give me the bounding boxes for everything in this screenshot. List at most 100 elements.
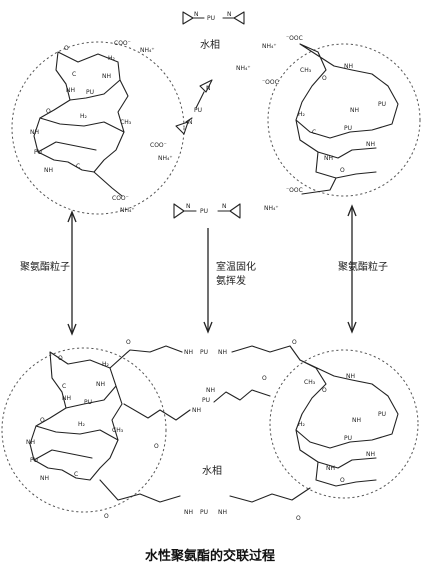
n-label: N — [222, 203, 227, 210]
pu-label: PU — [202, 397, 210, 404]
carboxylate-label: COO⁻ — [112, 195, 129, 202]
pu-label: PU — [84, 399, 92, 406]
h2-label: H₂ — [298, 111, 306, 118]
pu-label: PU — [378, 411, 386, 418]
n-label: N — [194, 11, 199, 18]
process-label-ammonia: 氨挥发 — [216, 274, 246, 287]
carboxylate-label: ⁻OOC — [286, 187, 303, 194]
o-label: O — [126, 339, 131, 346]
ch3-label: CH₃ — [112, 427, 124, 434]
h2-label: H₂ — [80, 113, 88, 120]
particle-label-right: 聚氨酯粒子 — [338, 260, 388, 273]
nh-label: NH — [346, 373, 355, 380]
nh-label: NH — [206, 387, 215, 394]
nh-label: NH — [218, 509, 227, 516]
particle-top-left: O C H₂ COO⁻ NH₄⁺ NH PU NH O H₂ CH₃ NH PU… — [11, 40, 185, 215]
nh-label: NH — [184, 349, 193, 356]
particle-top-right: ⁻OOC ⁻OOC CH₃ O NH PU NH H₂ C PU NH NH O… — [262, 35, 421, 212]
c-label: C — [74, 471, 78, 478]
nh-label: NH — [62, 395, 71, 402]
nh-label: NH — [366, 141, 375, 148]
pu-label: PU — [34, 149, 42, 156]
water-phase-label-bottom: 水相 — [202, 464, 222, 477]
o-label: O — [46, 108, 51, 115]
nh-label: NH — [40, 475, 49, 482]
c-label: C — [312, 129, 316, 136]
ammonium-label: NH₄⁺ — [140, 47, 155, 54]
pu-label: PU — [200, 509, 208, 516]
n-label: N — [206, 85, 211, 92]
particle-label-left: 聚氨酯粒子 — [20, 260, 70, 273]
pu-label: PU — [344, 435, 352, 442]
n-label: N — [188, 119, 193, 126]
nh-label: NH — [344, 63, 353, 70]
h2-label: H₂ — [108, 55, 116, 62]
h2-label: H₂ — [78, 421, 86, 428]
nh-label: NH — [324, 155, 333, 162]
pu-label: PU — [200, 349, 208, 356]
nh-label: NH — [44, 167, 53, 174]
ammonium-label: NH₄⁺ — [262, 43, 277, 50]
nh-label: NH — [184, 509, 193, 516]
h2-label: H₂ — [298, 421, 306, 428]
top-aziridine-crosslinker: N PU N — [182, 11, 245, 25]
ammonium-label: NH₄⁺ — [264, 205, 279, 212]
ammonium-label: NH₄⁺ — [158, 155, 173, 162]
pu-label: PU — [30, 457, 38, 464]
nh-label: NH — [366, 451, 375, 458]
particle-bottom-right: CH₃ O NH PU NH H₂ PU NH NH O — [269, 349, 419, 499]
o-label: O — [58, 355, 63, 362]
o-label: O — [340, 477, 345, 484]
ch3-label: CH₃ — [300, 67, 312, 74]
o-label: O — [322, 75, 327, 82]
pu-label: PU — [86, 89, 94, 96]
h2-label: H₂ — [102, 361, 110, 368]
o-label: O — [262, 375, 267, 382]
carboxylate-label: COO⁻ — [150, 142, 167, 149]
pu-label: PU — [207, 15, 215, 22]
pu-label: PU — [194, 107, 202, 114]
nh-label: NH — [218, 349, 227, 356]
c-label: C — [62, 383, 66, 390]
c-label: C — [72, 71, 76, 78]
nh-label: NH — [326, 465, 335, 472]
o-label: O — [154, 443, 159, 450]
nh-label: NH — [26, 439, 35, 446]
n-label: N — [227, 11, 232, 18]
carboxylate-label: COO⁻ — [114, 40, 131, 47]
pu-label: PU — [200, 208, 208, 215]
o-label: O — [40, 417, 45, 424]
pu-label: PU — [378, 101, 386, 108]
carboxylate-label: ⁻OOC — [286, 35, 303, 42]
diagram-caption: 水性聚氨酯的交联过程 — [145, 548, 275, 564]
o-label: O — [292, 339, 297, 346]
carboxylate-label: ⁻OOC — [262, 79, 279, 86]
pu-label: PU — [344, 125, 352, 132]
nh-label: NH — [96, 381, 105, 388]
nh-label: NH — [192, 407, 201, 414]
o-label: O — [340, 167, 345, 174]
o-label: O — [64, 45, 69, 52]
ammonium-label: NH₄⁺ — [236, 65, 251, 72]
water-phase-label-top: 水相 — [200, 38, 220, 51]
nh-label: NH — [102, 73, 111, 80]
ch3-label: CH₃ — [304, 379, 316, 386]
ch3-label: CH₃ — [120, 119, 132, 126]
particle-bottom-left: O H₂ C NH PU NH O H₂ CH₃ NH PU NH C — [1, 347, 167, 513]
nh-label: NH — [350, 107, 359, 114]
arrows — [67, 204, 357, 336]
o-label: O — [322, 387, 327, 394]
nh-label: NH — [66, 87, 75, 94]
process-label-curing: 室温固化 — [216, 260, 256, 273]
nh-label: NH — [30, 129, 39, 136]
nh-label: NH — [352, 417, 361, 424]
c-label: C — [76, 163, 80, 170]
o-label: O — [296, 515, 301, 522]
ammonium-label: NH₄⁺ — [120, 207, 135, 214]
mid-aziridine-crosslinker: PU N N — [175, 79, 213, 135]
lower-aziridine-crosslinker: N PU N — [173, 203, 241, 219]
o-label: O — [104, 513, 109, 520]
crosslink-bridges: NH PU NH O O NH PU NH O O NH PU NH O O — [99, 339, 311, 522]
n-label: N — [186, 203, 191, 210]
